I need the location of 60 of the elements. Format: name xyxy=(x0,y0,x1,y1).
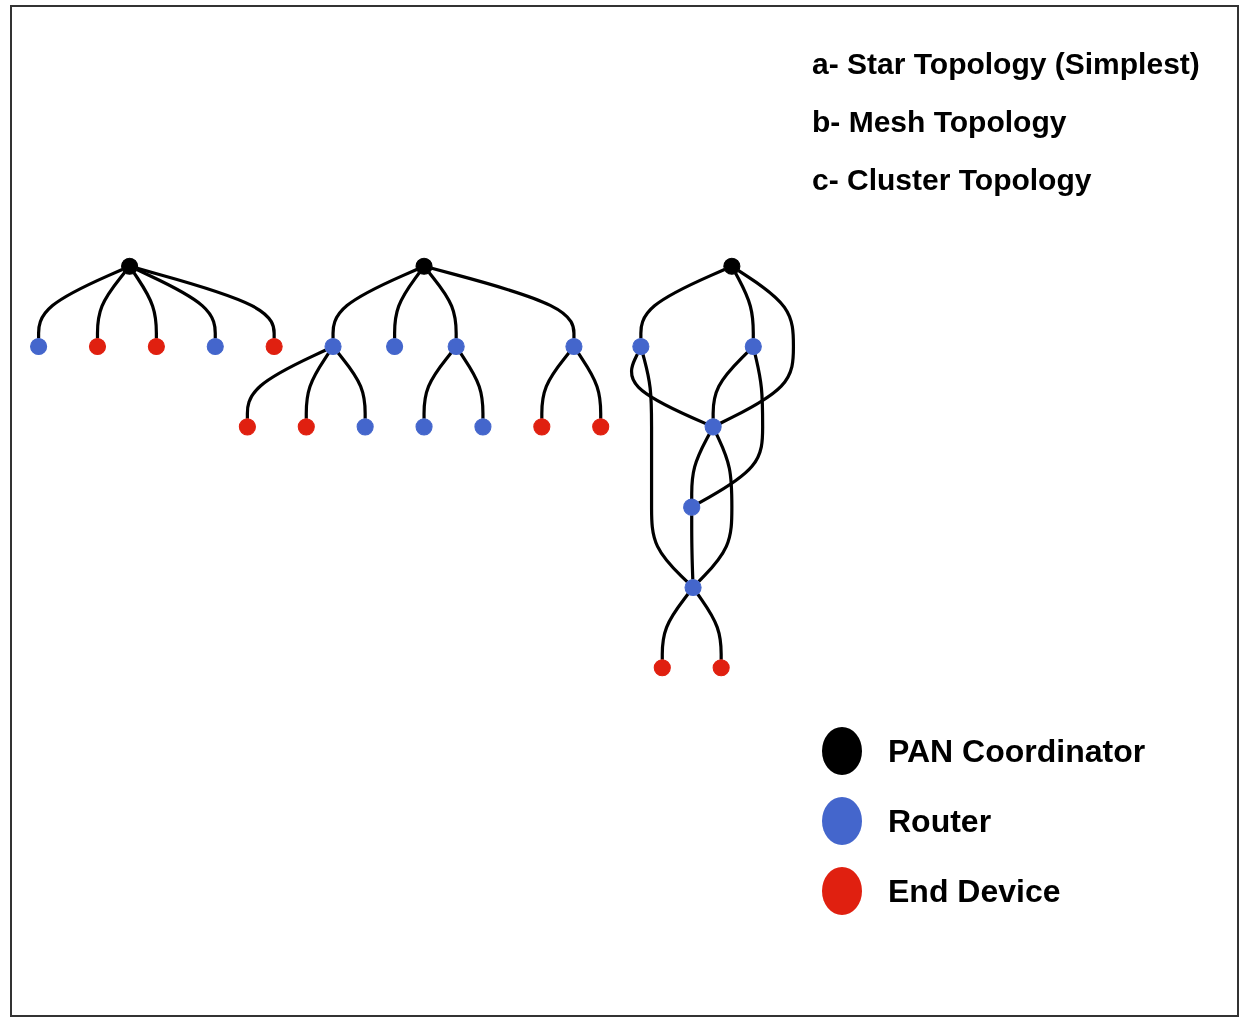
connector xyxy=(734,272,755,339)
legend-label: End Device xyxy=(888,872,1061,910)
connector xyxy=(719,269,796,425)
node-circle xyxy=(744,338,762,356)
node-circle xyxy=(683,498,701,516)
topology-caption: a- Star Topology (Simplest) xyxy=(812,47,1201,81)
connector xyxy=(336,351,367,419)
topology-caption: c- Cluster Topology xyxy=(812,163,1093,197)
connector xyxy=(427,271,458,339)
connector xyxy=(690,515,695,580)
node-circle xyxy=(356,418,374,436)
connector xyxy=(696,593,723,660)
node-circle xyxy=(238,418,256,436)
connector xyxy=(331,268,418,339)
connector xyxy=(697,433,734,583)
node-circle xyxy=(704,418,722,436)
node-circle xyxy=(712,659,730,677)
connector xyxy=(629,353,707,426)
connector xyxy=(393,271,421,339)
connector xyxy=(431,266,576,339)
node-circle xyxy=(684,578,702,596)
connector xyxy=(136,268,217,339)
connector xyxy=(245,348,327,419)
node-circle xyxy=(653,659,671,677)
node-circle xyxy=(533,418,551,436)
node-circle xyxy=(447,338,465,356)
connector xyxy=(304,352,330,419)
node-circle xyxy=(592,418,610,436)
node-circle xyxy=(632,338,650,356)
node-circle xyxy=(88,338,107,356)
connector xyxy=(422,351,453,419)
connector xyxy=(711,351,749,419)
node-circle xyxy=(415,418,433,436)
node-circle xyxy=(30,338,48,356)
node-circle xyxy=(324,338,342,356)
connector xyxy=(95,271,126,339)
topology-caption: b- Mesh Topology xyxy=(812,105,1068,139)
connector xyxy=(697,354,765,505)
connector xyxy=(690,433,711,500)
node-circle xyxy=(565,338,583,356)
connector xyxy=(132,272,158,339)
node-circle xyxy=(386,338,404,356)
connector xyxy=(660,592,690,660)
connector xyxy=(641,353,689,584)
connector xyxy=(459,352,485,419)
node-circle xyxy=(415,257,433,275)
node-circle xyxy=(723,257,741,275)
legend-label: Router xyxy=(888,802,992,840)
legend-label: PAN Coordinator xyxy=(888,732,1146,770)
connector xyxy=(577,352,603,419)
connector xyxy=(136,266,276,339)
node-circle xyxy=(147,338,165,356)
node-circle xyxy=(265,338,283,356)
node-circle xyxy=(206,338,224,356)
connector xyxy=(37,268,123,339)
connector xyxy=(639,268,726,339)
node-circle xyxy=(121,257,139,275)
node-circle xyxy=(474,418,492,436)
connector xyxy=(540,351,571,419)
node-circle xyxy=(297,418,315,436)
